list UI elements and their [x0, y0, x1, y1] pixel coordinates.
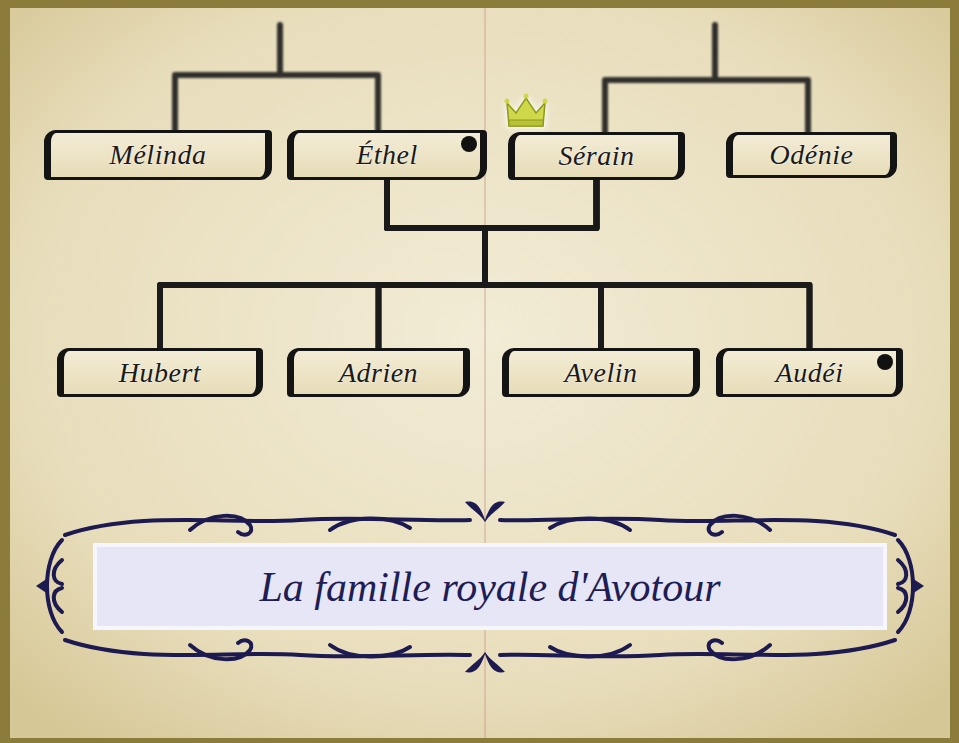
name-box: Audéi — [716, 348, 903, 397]
name-box: Odénie — [726, 132, 897, 178]
name-text: Avelin — [561, 357, 642, 389]
marker-dot — [876, 353, 894, 371]
crown-icon — [505, 94, 548, 129]
name-box: Éthel — [287, 130, 487, 180]
descent-line — [160, 180, 485, 348]
descent-line — [379, 180, 486, 348]
ancestor-lines — [175, 25, 808, 132]
name-text: Adrien — [335, 357, 422, 389]
name-box: Sérain — [508, 132, 685, 180]
name-text: Mélinda — [106, 139, 211, 171]
title-banner — [36, 502, 924, 673]
name-box: Hubert — [57, 348, 263, 397]
name-box: Adrien — [287, 348, 470, 397]
descent-line — [387, 180, 601, 348]
paper — [10, 8, 950, 738]
name-box: Avelin — [502, 348, 700, 397]
marker-dot — [460, 135, 478, 153]
name-text: Odénie — [766, 139, 858, 171]
name-text: Hubert — [115, 357, 205, 389]
descent-line — [387, 180, 810, 348]
descent-line — [485, 180, 601, 348]
descent-line — [485, 180, 810, 348]
descent-line — [160, 180, 597, 348]
name-text: Sérain — [554, 140, 638, 172]
name-text: Audéi — [772, 357, 848, 389]
name-text: Éthel — [352, 139, 422, 171]
name-box: Mélinda — [44, 130, 272, 180]
title-text: La famille royale d'Avotour — [95, 545, 885, 628]
